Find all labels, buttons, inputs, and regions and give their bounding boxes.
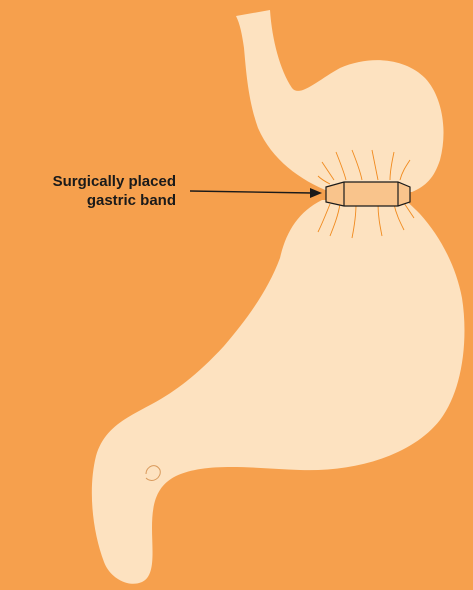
- lower-stomach-body: [92, 200, 465, 584]
- upper-stomach-pouch: [236, 10, 444, 192]
- callout-arrow: [190, 188, 322, 198]
- gastric-band-label: Surgically placed gastric band: [0, 172, 176, 210]
- label-line-1: Surgically placed: [0, 172, 176, 191]
- label-line-2: gastric band: [0, 191, 176, 210]
- gastric-band: [326, 182, 410, 206]
- duodenum-bump: [146, 466, 160, 481]
